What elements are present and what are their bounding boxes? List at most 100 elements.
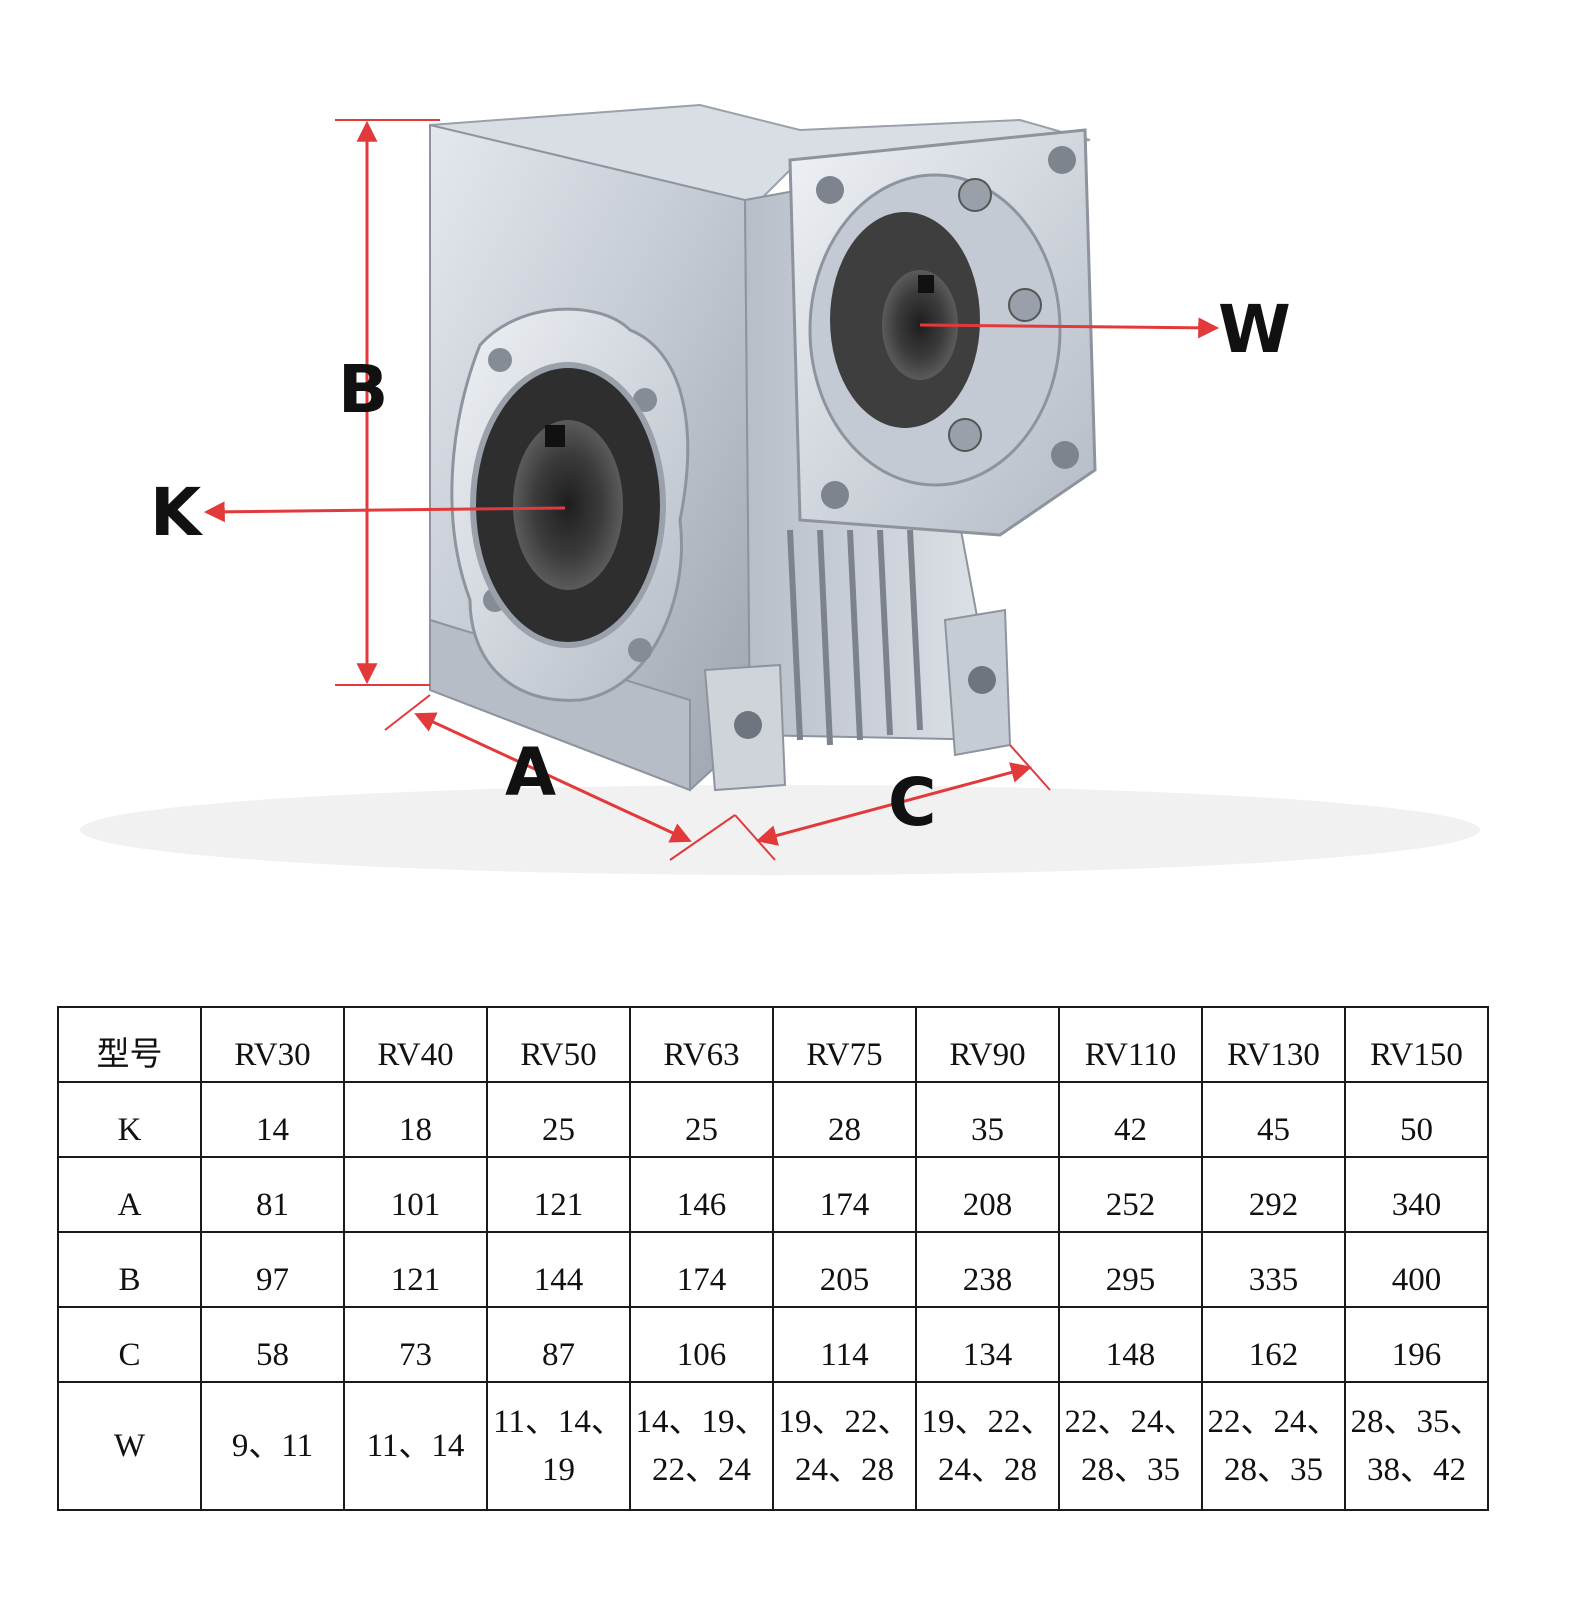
- table-cell: 50: [1344, 1081, 1489, 1158]
- model-rv110: RV110: [1058, 1006, 1203, 1083]
- floor-shadow: [80, 785, 1480, 875]
- table-cell: 97: [200, 1231, 345, 1308]
- table-cell: 148: [1058, 1306, 1203, 1383]
- table-cell: 106: [629, 1306, 774, 1383]
- cooling-fins: [787, 529, 923, 746]
- table-cell: 146: [629, 1156, 774, 1233]
- label-b: B: [338, 351, 388, 428]
- output-bore: [513, 420, 623, 590]
- input-keyway: [918, 275, 934, 293]
- table-cell: 208: [915, 1156, 1060, 1233]
- table-cell: 196: [1344, 1306, 1489, 1383]
- row-label-k: K: [57, 1081, 202, 1158]
- table-cell: 340: [1344, 1156, 1489, 1233]
- cell-line: 19、22、: [778, 1404, 911, 1440]
- dimension-lines: [203, 119, 1220, 861]
- table-cell: 22、24、 28、35: [1058, 1381, 1203, 1511]
- table-cell: 400: [1344, 1231, 1489, 1308]
- table-cell: 19、22、 24、28: [915, 1381, 1060, 1511]
- table-cell: 335: [1201, 1231, 1346, 1308]
- model-header-label: 型号: [57, 1006, 202, 1083]
- table-row-a: A 81 101 121 146 174 208 252 292 340: [57, 1156, 1489, 1233]
- input-flange-hole: [1051, 441, 1079, 469]
- table-cell: 28: [772, 1081, 917, 1158]
- model-rv30: RV30: [200, 1006, 345, 1083]
- table-cell: 114: [772, 1306, 917, 1383]
- table-cell: 292: [1201, 1156, 1346, 1233]
- table-cell: 174: [772, 1156, 917, 1233]
- k-leader-line: [203, 501, 566, 523]
- header-row: 型号 RV30 RV40 RV50 RV63 RV75 RV90 RV110 R…: [57, 1006, 1489, 1083]
- table-cell: 22、24、 28、35: [1201, 1381, 1346, 1511]
- table-cell: 144: [486, 1231, 631, 1308]
- cell-line: 14、19、: [635, 1404, 768, 1440]
- label-w: W: [1218, 291, 1291, 368]
- table-cell: 238: [915, 1231, 1060, 1308]
- cell-line: 24、28: [938, 1452, 1037, 1488]
- input-flange-hole: [1048, 146, 1076, 174]
- cell-line: 19: [542, 1452, 575, 1488]
- input-flange-hole: [821, 481, 849, 509]
- row-label-b: B: [57, 1231, 202, 1308]
- row-label-a: A: [57, 1156, 202, 1233]
- cell-line: 28、35: [1081, 1452, 1180, 1488]
- row-label-w: W: [57, 1381, 202, 1511]
- model-rv75: RV75: [772, 1006, 917, 1083]
- dimension-spec-table: 型号 RV30 RV40 RV50 RV63 RV75 RV90 RV110 R…: [57, 1006, 1489, 1511]
- table-row-c: C 58 73 87 106 114 134 148 162 196: [57, 1306, 1489, 1383]
- table-cell: 11、14、 19: [486, 1381, 631, 1511]
- table-cell: 45: [1201, 1081, 1346, 1158]
- table-cell: 252: [1058, 1156, 1203, 1233]
- input-screw: [1008, 288, 1042, 322]
- table-cell: 73: [343, 1306, 488, 1383]
- table-cell: 87: [486, 1306, 631, 1383]
- cell-line: 24、28: [795, 1452, 894, 1488]
- input-flange-hole: [816, 176, 844, 204]
- model-rv90: RV90: [915, 1006, 1060, 1083]
- cell-line: 22、24、: [1064, 1404, 1197, 1440]
- model-rv63: RV63: [629, 1006, 774, 1083]
- table-cell: 25: [486, 1081, 631, 1158]
- label-c: C: [888, 764, 936, 841]
- cell-line: 11、14: [366, 1428, 465, 1464]
- c-extension-left: [734, 814, 776, 861]
- cell-line: 28、35: [1224, 1452, 1323, 1488]
- output-keyway: [545, 425, 565, 447]
- cell-line: 9、11: [231, 1428, 314, 1464]
- flange-bolt-hole: [628, 638, 652, 662]
- input-screw: [958, 178, 992, 212]
- input-screw: [948, 418, 982, 452]
- table-cell: 101: [343, 1156, 488, 1233]
- table-cell: 14、19、 22、24: [629, 1381, 774, 1511]
- cell-line: 38、42: [1367, 1452, 1466, 1488]
- foot-hole-right: [968, 666, 996, 694]
- model-rv50: RV50: [486, 1006, 631, 1083]
- table-cell: 35: [915, 1081, 1060, 1158]
- table-cell: 58: [200, 1306, 345, 1383]
- table-cell: 9、11: [200, 1381, 345, 1511]
- table-cell: 295: [1058, 1231, 1203, 1308]
- table-cell: 205: [772, 1231, 917, 1308]
- table-cell: 14: [200, 1081, 345, 1158]
- table-cell: 134: [915, 1306, 1060, 1383]
- a-dimension-line: [414, 712, 692, 843]
- flange-bolt-hole: [633, 388, 657, 412]
- cell-line: 19、22、: [921, 1404, 1054, 1440]
- c-extension-right: [1009, 744, 1051, 791]
- table-row-w: W 9、11 11、14 11、14、 19 14、19、 22、24 19、2…: [57, 1381, 1489, 1511]
- table-cell: 18: [343, 1081, 488, 1158]
- table-row-b: B 97 121 144 174 205 238 295 335 400: [57, 1231, 1489, 1308]
- table-cell: 174: [629, 1231, 774, 1308]
- cell-line: 11、14、: [493, 1404, 624, 1440]
- cell-line: 22、24、: [1207, 1404, 1340, 1440]
- label-a: A: [505, 734, 556, 811]
- table-cell: 81: [200, 1156, 345, 1233]
- table-row-k: K 14 18 25 25 28 35 42 45 50: [57, 1081, 1489, 1158]
- table-cell: 42: [1058, 1081, 1203, 1158]
- cell-line: 28、35、: [1350, 1404, 1483, 1440]
- gearbox-dimension-diagram: B K W A C: [80, 103, 1480, 875]
- table-cell: 121: [486, 1156, 631, 1233]
- worm-gearbox: [429, 103, 1097, 792]
- a-extension-right: [669, 814, 736, 861]
- w-leader-line: [919, 317, 1220, 339]
